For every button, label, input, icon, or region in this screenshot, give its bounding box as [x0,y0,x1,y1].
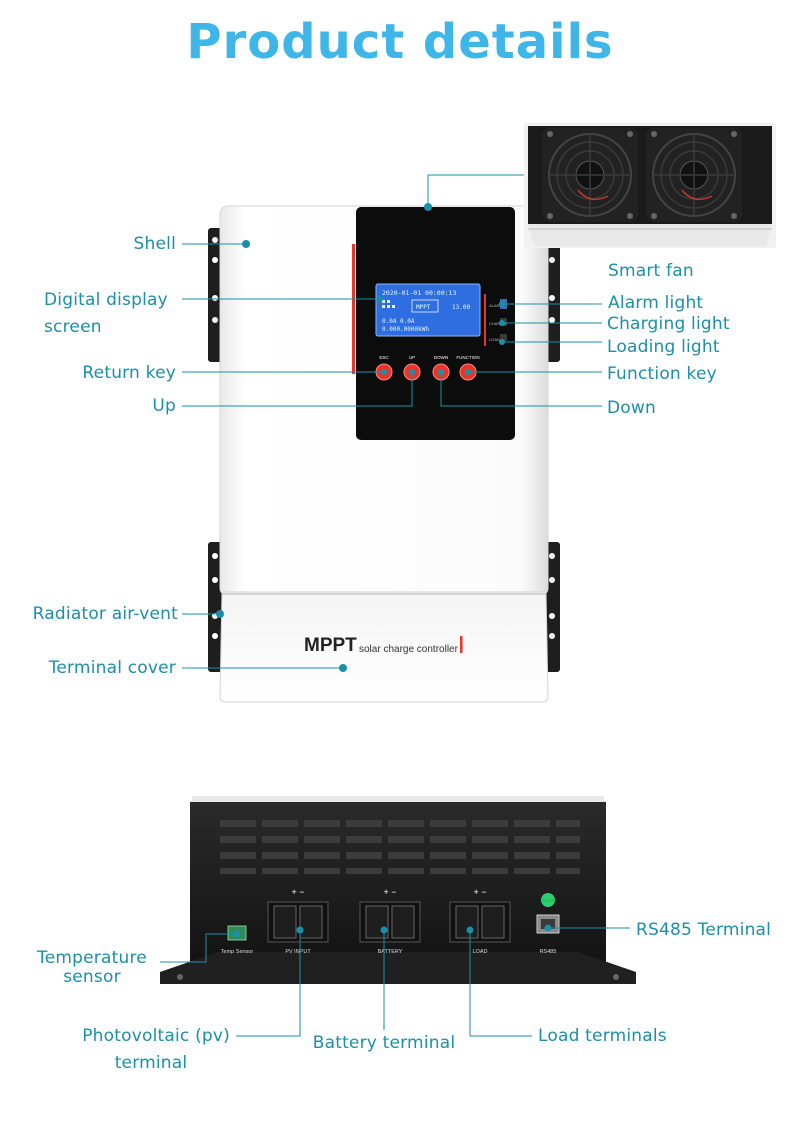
battery-terminal-block: + − BATTERY [359,887,421,955]
label-display-line1: Digital display [44,290,168,310]
lcd-line-2: MPPT [416,304,431,311]
pv-terminal-label: PV INPUT [285,949,311,955]
leader-dots [216,203,552,938]
charge-indicator-label: CHARGE [489,321,506,326]
label-temperature-line2: sensor [63,967,121,987]
front-unit: 2020-01-01 00:00:13 MPPT 13.00 0.0A 0.0A… [208,205,560,703]
label-smart-fan: Smart fan [608,261,694,281]
label-pv-line1: Photovoltaic (pv) [82,1026,230,1046]
brand-subtitle: solar charge controller [359,644,459,655]
label-function-key: Function key [607,364,717,384]
label-return-key: Return key [82,363,176,383]
load-indicator-label: LOAD [489,337,500,342]
brand-logo: MPPT [304,635,357,656]
brand-accent-bar [460,636,463,653]
label-pv-line2: terminal [114,1053,188,1073]
lcd-line-1: 2020-01-01 00:00:13 [382,289,456,297]
label-shell: Shell [133,234,176,254]
load-indicator [500,334,507,341]
back-panel [190,802,606,972]
lcd-line-3: 13.00 [452,304,470,311]
battery-terminal-label: BATTERY [378,949,403,955]
back-unit: Temp Sensor + − PV INPUT + − BATTERY + − [160,796,636,984]
label-terminal-cover: Terminal cover [48,658,176,678]
label-display-line2: screen [44,317,102,337]
function-key-label: FUNCTION [456,355,479,360]
label-battery-terminal: Battery terminal [312,1033,456,1053]
lcd-line-5: 0.000.0000kWh [382,326,429,333]
label-load-terminals: Load terminals [538,1026,667,1046]
terminal-cover [219,591,549,703]
label-loading-light: Loading light [607,337,720,357]
leader-lines [160,174,630,1037]
lcd-line-4: 0.0A 0.0A [382,318,415,325]
fan-left-icon [542,128,638,222]
lcd-screen [375,283,481,337]
label-up: Up [152,396,176,416]
esc-key-label: ESC [379,355,389,360]
charge-led-label: CHARGE [541,899,557,903]
fan-right-icon [646,128,742,222]
label-temperature-line1: Temperature [37,948,147,968]
down-key-label: DOWN [434,355,448,360]
pv-polarity: + − [291,887,304,897]
temp-sensor-label: Temp Sensor [221,949,254,955]
mounting-feet [160,952,636,984]
up-key-label: UP [409,355,415,360]
charge-led [541,893,555,907]
load-polarity: + − [473,887,486,897]
label-down: Down [607,398,656,418]
pv-terminal-block: + − PV INPUT [267,887,329,955]
page-title: Product details [186,14,614,70]
label-charging-light: Charging light [607,314,730,334]
label-radiator-air-vent: Radiator air-vent [32,604,178,624]
label-alarm-light: Alarm light [608,293,704,313]
red-accent-line [352,244,355,374]
label-rs485-terminal: RS485 Terminal [636,920,772,940]
vent-grille [220,820,580,874]
load-terminal-block: + − LOAD [449,887,511,955]
battery-polarity: + − [383,887,396,897]
rs485-port-label: RS485 [540,949,557,955]
fan-inset [524,123,776,248]
alarm-indicator-label: ALARM [489,303,503,308]
load-terminal-label: LOAD [473,949,488,955]
